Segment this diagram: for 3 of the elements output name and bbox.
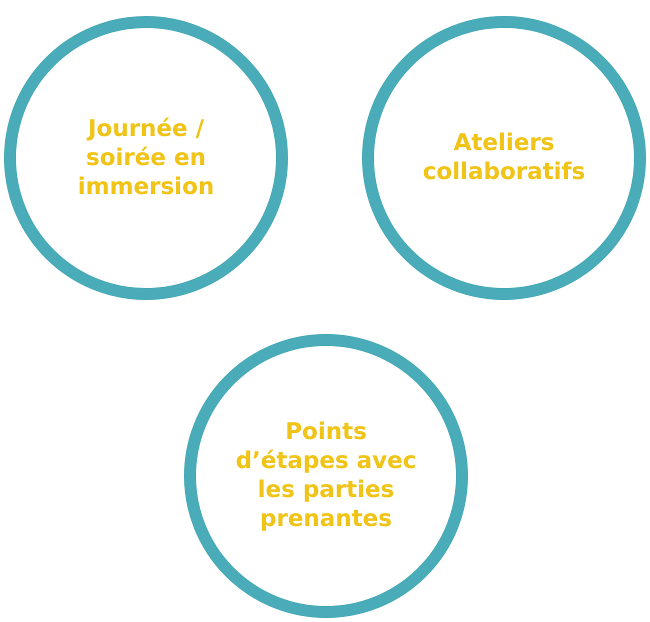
node-label: Points d’étapes avec les parties prenantes: [234, 418, 418, 534]
node-label: Journée / soirée en immersion: [76, 114, 216, 202]
node-label: Ateliers collaboratifs: [422, 129, 586, 187]
